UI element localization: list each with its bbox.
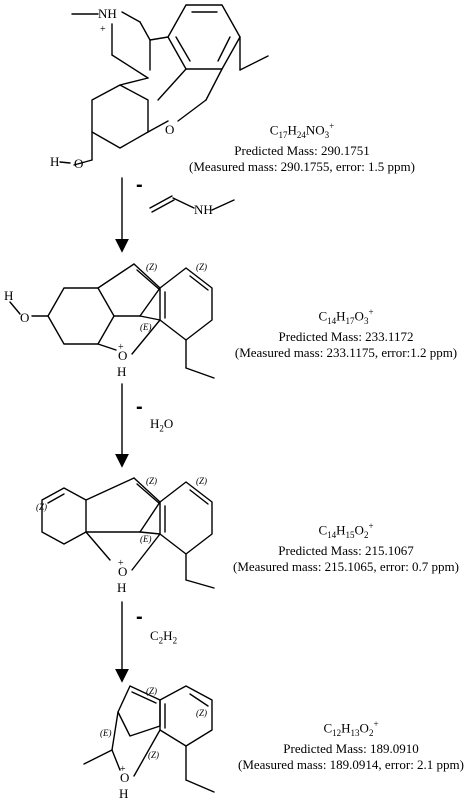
info-block-3: C14H15O2+ Predicted Mass: 215.1067 (Meas… (218, 518, 474, 575)
formula-3: C14H15O2+ (318, 521, 374, 540)
loss-water: H2O (150, 416, 174, 434)
predicted-mass-2: Predicted Mass: 233.1172 (278, 328, 414, 344)
predicted-mass-1: Predicted Mass: 290.1751 (234, 142, 370, 158)
stereo-e-3: (E) (140, 534, 152, 544)
hydroxyl-h-1: H (50, 154, 59, 169)
oxonium-h-3: H (117, 580, 126, 595)
nh-charge: + (100, 24, 106, 35)
loss-minus-3: - (136, 606, 143, 628)
furan-oxygen-1: O (165, 122, 174, 137)
structure-fragment-233: H O (Z) (Z) (E) O + H (4, 262, 215, 379)
stereo-z-2a: (Z) (146, 262, 157, 272)
hydroxyl-o-2: O (20, 310, 29, 325)
structure-fragment-189: (Z) (Z) (E) (Z) O + H (83, 685, 215, 801)
stereo-e-2: (E) (140, 322, 152, 332)
structure-parent-ion: NH + O H O (50, 4, 269, 171)
measured-mass-3: (Measured mass: 215.1065, error: 0.7 ppm… (232, 558, 459, 574)
stereo-e-4: (E) (100, 728, 112, 738)
stereo-z-4a: (Z) (146, 686, 157, 696)
stereo-z-4c: (Z) (148, 750, 159, 760)
predicted-mass-4: Predicted Mass: 189.0910 (283, 740, 419, 756)
stereo-z-2b: (Z) (196, 262, 207, 272)
structure-fragment-215: (Z) (Z) (Z) (E) O + H (36, 476, 215, 595)
neutral-loss-methylethenamine: NH (149, 195, 235, 217)
hydroxyl-o-1: O (74, 156, 83, 171)
stereo-z-4b: (Z) (196, 708, 207, 718)
loss-acetylene: C2H2 (150, 628, 178, 646)
nh-atom: NH (98, 6, 117, 21)
info-block-1: C17H24NO3+ Predicted Mass: 290.1751 (Mea… (152, 118, 452, 175)
info-block-4: C12H13O2+ Predicted Mass: 189.0910 (Meas… (228, 716, 474, 773)
measured-mass-4: (Measured mass: 189.0914, error: 2.1 ppm… (237, 756, 464, 772)
hydroxyl-h-2: H (4, 288, 13, 303)
formula-4: C12H13O2+ (323, 719, 379, 738)
oxonium-charge-3: + (118, 558, 124, 569)
formula-2: C14H17O3+ (318, 307, 374, 326)
predicted-mass-3: Predicted Mass: 215.1067 (278, 542, 414, 558)
measured-mass-2: (Measured mass: 233.1175, error:1.2 ppm) (234, 344, 458, 360)
loss-nh: NH (194, 202, 213, 217)
oxonium-charge-4: + (120, 764, 126, 775)
loss-minus-1: - (136, 174, 143, 196)
formula-1: C17H24NO3+ (269, 121, 335, 140)
measured-mass-1: (Measured mass: 290.1755, error: 1.5 ppm… (188, 158, 415, 174)
stereo-z-3c: (Z) (196, 476, 207, 486)
oxonium-o-2: O (118, 348, 127, 363)
stereo-z-3b: (Z) (146, 476, 157, 486)
info-block-2: C14H17O3+ Predicted Mass: 233.1172 (Meas… (218, 304, 474, 361)
oxonium-o-4: O (120, 770, 129, 785)
oxonium-h-2: H (117, 364, 126, 379)
stereo-z-3a: (Z) (36, 502, 47, 512)
oxonium-charge-2: + (118, 342, 124, 353)
loss-minus-2: - (136, 396, 143, 418)
oxonium-h-4: H (119, 786, 128, 801)
oxonium-o-3: O (118, 564, 127, 579)
